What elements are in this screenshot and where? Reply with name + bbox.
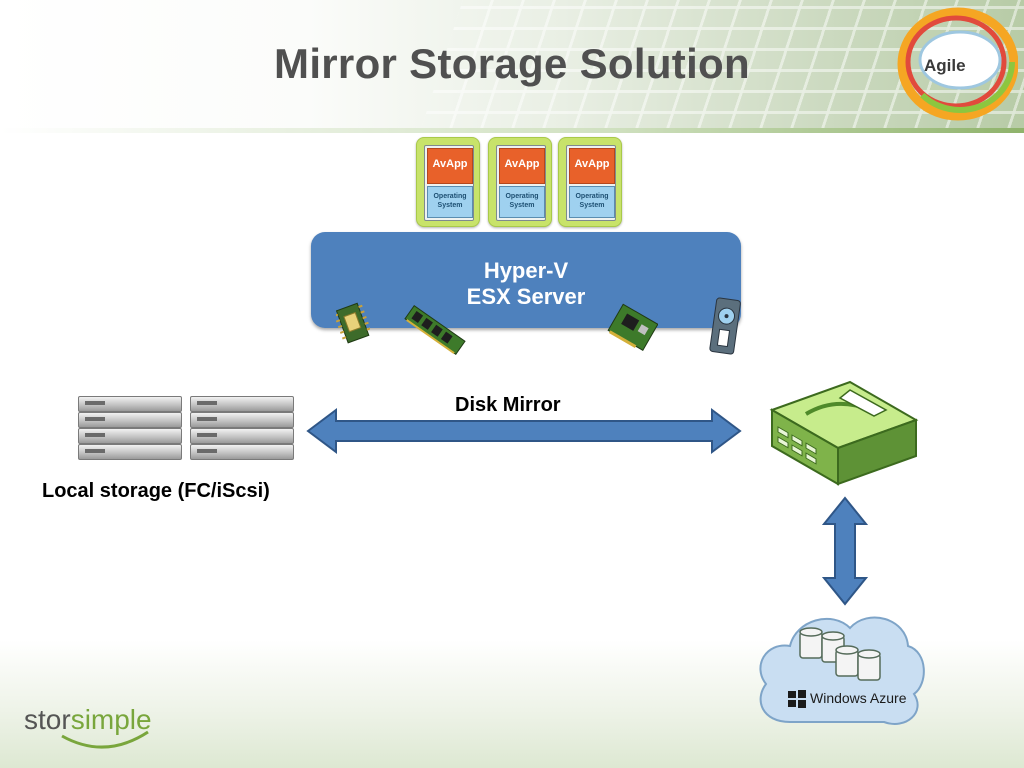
- app-label: AvApp: [432, 158, 468, 170]
- vm-app-card-1: AvApp Operating System: [416, 137, 480, 227]
- os-label-line1: Operating: [575, 193, 609, 200]
- database-icon: [799, 627, 881, 681]
- os-block: Operating System: [569, 186, 615, 218]
- disk-drive-icon: [709, 297, 741, 355]
- memory-module-icon: [404, 304, 466, 356]
- os-label-line2: System: [579, 202, 605, 209]
- os-label-line1: Operating: [505, 193, 539, 200]
- vm-app-frame: AvApp Operating System: [424, 145, 474, 221]
- storsimple-logo: storsimple: [24, 704, 152, 736]
- header-background: [0, 0, 1024, 132]
- storsimple-logo-part1: stor: [24, 704, 71, 735]
- app-block: AvApp: [427, 148, 473, 184]
- server-unit: [78, 428, 182, 444]
- os-label: Operating System: [428, 192, 472, 210]
- windows-logo-icon: [788, 690, 806, 708]
- hypervisor-label-line1: Hyper-V: [483, 258, 569, 283]
- cloud-label: Windows Azure: [810, 690, 907, 706]
- disk-mirror-label: Disk Mirror: [455, 394, 561, 416]
- os-label: Operating System: [500, 192, 544, 210]
- os-label: Operating System: [570, 192, 614, 210]
- server-unit: [190, 412, 294, 428]
- local-storage-label: Local storage (FC/iScsi): [42, 480, 270, 502]
- vm-app-frame: AvApp Operating System: [566, 145, 616, 221]
- cpu-chip-icon: [336, 302, 370, 344]
- app-label: AvApp: [574, 158, 610, 170]
- os-label-line1: Operating: [433, 193, 467, 200]
- os-block: Operating System: [427, 186, 473, 218]
- server-unit: [190, 444, 294, 460]
- app-block: AvApp: [499, 148, 545, 184]
- app-label: AvApp: [504, 158, 540, 170]
- storsimple-swoosh-icon: [61, 730, 149, 749]
- os-block: Operating System: [499, 186, 545, 218]
- agile-logo-text: Agile: [924, 56, 966, 75]
- network-card-icon: [607, 303, 658, 351]
- server-rack-icon: [190, 396, 294, 462]
- header-rule: [0, 128, 1024, 133]
- hypervisor-box: Hyper-V ESX Server: [311, 232, 741, 328]
- storage-appliance-icon: [769, 380, 919, 486]
- slide-title: Mirror Storage Solution: [274, 40, 750, 87]
- app-block: AvApp: [569, 148, 615, 184]
- server-unit: [78, 444, 182, 460]
- server-unit: [78, 412, 182, 428]
- vm-app-frame: AvApp Operating System: [496, 145, 546, 221]
- server-rack-icon: [78, 396, 182, 462]
- disk-mirror-arrow: [306, 408, 742, 454]
- storsimple-logo-part2: simple: [70, 704, 152, 735]
- vm-app-card-3: AvApp Operating System: [558, 137, 622, 227]
- hypervisor-label-line2: ESX Server: [466, 284, 586, 309]
- server-unit: [78, 396, 182, 412]
- vm-app-card-2: AvApp Operating System: [488, 137, 552, 227]
- server-unit: [190, 428, 294, 444]
- os-label-line2: System: [437, 202, 463, 209]
- cloud-sync-arrow: [822, 496, 868, 606]
- server-unit: [190, 396, 294, 412]
- agile-logo-icon: [897, 7, 1018, 121]
- os-label-line2: System: [509, 202, 535, 209]
